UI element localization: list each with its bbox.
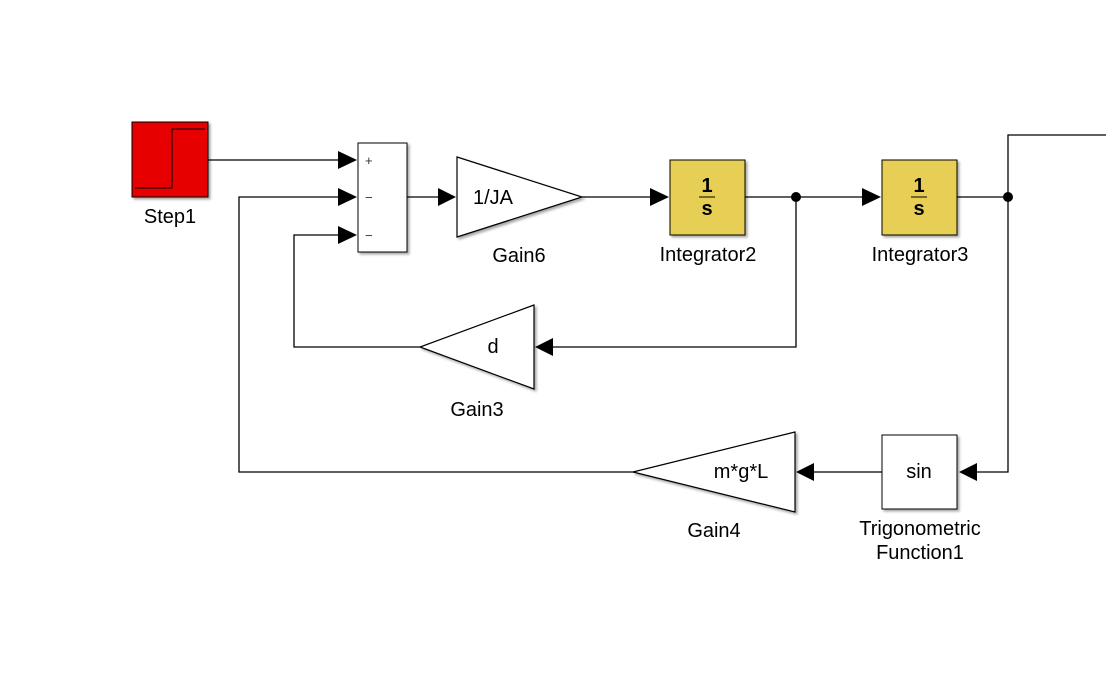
arrow-head <box>796 463 814 481</box>
wire-output-offscreen[interactable] <box>1007 134 1106 197</box>
gain4-value: m*g*L <box>714 461 768 483</box>
integrator3-den: s <box>913 198 924 220</box>
sum-block[interactable]: + − − <box>357 142 408 253</box>
arrow-head <box>959 463 977 481</box>
wire-branch-to-gain3[interactable] <box>553 197 797 348</box>
wire-branch-to-trig[interactable] <box>977 197 1009 473</box>
wire-gain4-to-sum[interactable] <box>238 196 633 473</box>
integrator3-label: Integrator3 <box>872 244 969 266</box>
arrow-head <box>438 188 456 206</box>
integrator2-den: s <box>701 198 712 220</box>
sum-sign-2: − <box>365 190 373 205</box>
integrator2-num: 1 <box>701 175 712 197</box>
arrow-head <box>862 188 881 206</box>
gain3-value: d <box>487 336 498 358</box>
gain4-label: Gain4 <box>687 520 740 542</box>
sum-sign-1: + <box>365 153 373 168</box>
arrow-head <box>650 188 669 206</box>
step-icon <box>135 128 205 189</box>
gain6-label: Gain6 <box>492 245 545 267</box>
integrator2-block[interactable]: 1 s <box>669 159 746 236</box>
trig-label-line2: Function1 <box>876 542 964 564</box>
arrow-head <box>535 338 553 356</box>
wire-gain3-to-sum[interactable] <box>293 234 420 348</box>
gain3-label: Gain3 <box>450 399 503 421</box>
gain6-value: 1/JA <box>473 187 514 209</box>
gain6-block[interactable]: 1/JA <box>456 156 584 238</box>
integrator3-num: 1 <box>913 175 924 197</box>
step-label: Step1 <box>144 206 196 228</box>
integrator3-block[interactable]: 1 s <box>881 159 958 236</box>
integrator2-label: Integrator2 <box>660 244 757 266</box>
step-block[interactable] <box>131 121 209 198</box>
gain3-block[interactable]: d <box>418 304 535 390</box>
trig-value: sin <box>906 461 932 483</box>
trig-label-line1: Trigonometric <box>859 518 981 540</box>
sum-sign-3: − <box>365 228 373 243</box>
arrow-head <box>338 226 357 244</box>
gain4-block[interactable]: m*g*L <box>632 431 796 513</box>
arrow-head <box>338 151 357 169</box>
arrow-head <box>338 188 357 206</box>
trig-function-block[interactable]: sin <box>881 434 958 510</box>
